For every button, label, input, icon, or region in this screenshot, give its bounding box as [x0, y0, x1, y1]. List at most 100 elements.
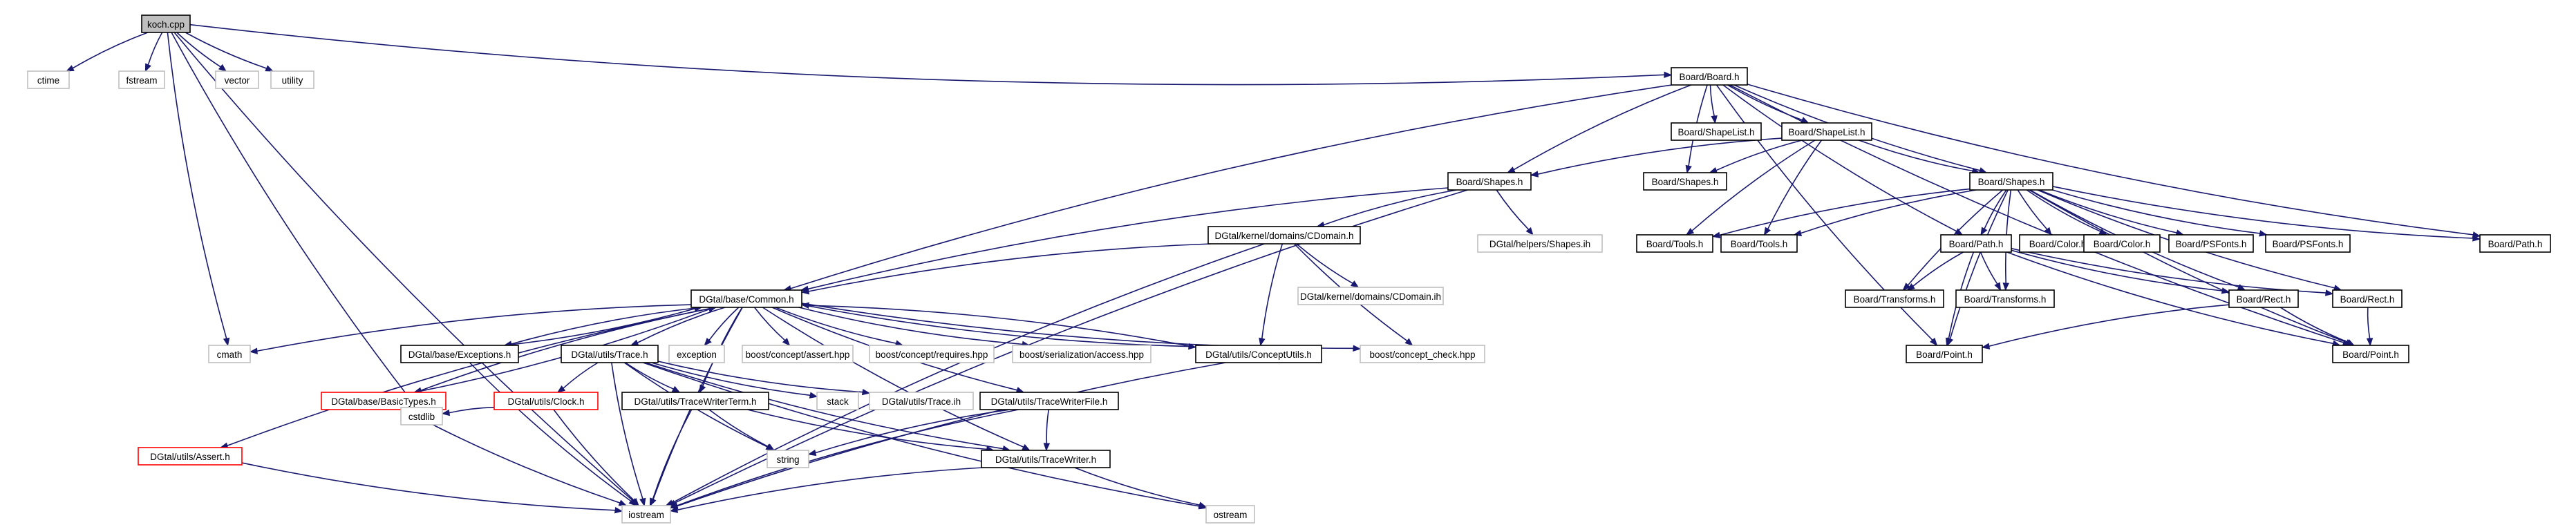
node-clock_h[interactable]: DGtal/utils/Clock.h: [493, 392, 599, 410]
node-box: [1012, 345, 1151, 363]
edge-trace_h-to-tracewriterterm_h: [625, 362, 681, 393]
arrowhead-icon: [669, 502, 679, 509]
node-label: Board/Tools.h: [1646, 239, 1704, 249]
edge-line: [1261, 243, 1284, 339]
node-tracewriter_h[interactable]: DGtal/utils/TraceWriter.h: [981, 450, 1111, 468]
node-label: DGtal/base/Common.h: [699, 294, 793, 305]
arrowhead-icon: [2259, 230, 2268, 237]
edge-tracewriter_h-to-ostream: [1074, 467, 1207, 508]
edge-shapes_r-to-point1: [1947, 189, 2009, 347]
node-box: [979, 392, 1119, 410]
edge-line: [256, 304, 692, 352]
node-shapelist2[interactable]: Board/ShapeList.h: [1781, 122, 1872, 141]
edge-rect1-to-point2: [2279, 307, 2355, 346]
node-rect2[interactable]: Board/Rect.h: [2332, 289, 2403, 308]
edge-exceptions_h-to-common_h: [504, 305, 703, 346]
edge-cdomain_h-to-cdomain_ih: [1296, 243, 1360, 288]
arrowhead-icon: [782, 338, 791, 346]
edge-line: [72, 32, 149, 69]
edge-line: [2052, 189, 2260, 234]
node-trace_h[interactable]: DGtal/utils/Trace.h: [561, 345, 659, 363]
edge-common_h-to-boost_check: [801, 303, 1362, 352]
node-psfonts2[interactable]: Board/PSFonts.h: [2265, 234, 2351, 253]
node-label: Board/Color.h: [2029, 239, 2087, 249]
node-label: ostream: [1214, 510, 1248, 520]
node-psfonts1[interactable]: Board/PSFonts.h: [2168, 234, 2254, 253]
node-exceptions_h[interactable]: DGtal/base/Exceptions.h: [400, 345, 519, 363]
arrowhead-icon: [1981, 343, 1991, 349]
node-board_h[interactable]: Board/Board.h: [1671, 67, 1748, 86]
edge-line: [553, 409, 634, 501]
node-box: [1195, 345, 1322, 363]
node-transforms1[interactable]: Board/Transforms.h: [1845, 289, 1944, 308]
node-box: [2265, 234, 2351, 253]
node-shapes_m[interactable]: Board/Shapes.h: [1643, 172, 1727, 191]
node-label: DGtal/kernel/domains/CDomain.h: [1214, 231, 1353, 241]
node-transforms2[interactable]: Board/Transforms.h: [1955, 289, 2055, 308]
edge-line: [173, 32, 634, 501]
edge-line: [1496, 189, 1530, 230]
node-shapelist1[interactable]: Board/ShapeList.h: [1671, 122, 1762, 141]
node-boost_requires: boost/concept/requires.hpp: [869, 345, 995, 363]
node-cdomain_h[interactable]: DGtal/kernel/domains/CDomain.h: [1207, 226, 1361, 245]
node-color2[interactable]: Board/Color.h: [2083, 234, 2161, 253]
node-ostream: ostream: [1205, 505, 1255, 524]
edge-line: [1074, 467, 1200, 506]
edge-cdomain_h-to-conceptutils_h: [1259, 243, 1284, 347]
node-shapes_l[interactable]: Board/Shapes.h: [1447, 172, 1532, 191]
node-label: ctime: [37, 75, 59, 86]
arrowhead-icon: [614, 507, 623, 514]
edge-line: [1949, 189, 2009, 339]
node-point1[interactable]: Board/Point.h: [1906, 345, 1983, 363]
node-assert_h[interactable]: DGtal/utils/Assert.h: [138, 447, 243, 466]
node-label: vector: [225, 75, 250, 86]
node-basictypes_h[interactable]: DGtal/base/BasicTypes.h: [321, 392, 446, 410]
arrowhead-icon: [1945, 337, 1953, 347]
edge-tracewriterfile_h-to-string: [807, 409, 1010, 457]
edge-line: [637, 307, 726, 343]
node-box: [321, 392, 446, 410]
edge-shapelist2-to-tools2: [1763, 140, 1823, 236]
edge-line: [1537, 137, 1783, 175]
node-label: Board/Path.h: [1949, 239, 2004, 249]
edge-common_h-to-boost_assert: [753, 307, 791, 346]
node-label: Board/Rect.h: [2340, 294, 2395, 305]
edge-line: [775, 307, 896, 344]
node-point2[interactable]: Board/Point.h: [2332, 345, 2409, 363]
edge-line: [611, 362, 643, 499]
node-box: [208, 345, 251, 363]
node-tools1[interactable]: Board/Tools.h: [1636, 234, 1713, 253]
node-cstdlib: cstdlib: [400, 407, 443, 425]
node-tools2[interactable]: Board/Tools.h: [1720, 234, 1798, 253]
arrowhead-icon: [1906, 283, 1915, 291]
node-label: Board/Point.h: [2342, 349, 2399, 360]
node-common_h[interactable]: DGtal/base/Common.h: [690, 289, 802, 308]
node-path_r[interactable]: Board/Path.h: [2479, 234, 2551, 253]
node-color1[interactable]: Board/Color.h: [2019, 234, 2096, 253]
node-shapes_r[interactable]: Board/Shapes.h: [1969, 172, 2053, 191]
edge-line: [652, 409, 693, 500]
edge-shapelist2-to-shapes_r: [1859, 140, 1980, 174]
edge-line: [1719, 188, 1971, 236]
node-box: [215, 70, 259, 89]
node-box: [690, 289, 802, 308]
node-tracewriterterm_h[interactable]: DGtal/utils/TraceWriterTerm.h: [621, 392, 769, 410]
node-vector: vector: [215, 70, 259, 89]
node-rect1[interactable]: Board/Rect.h: [2228, 289, 2299, 308]
node-conceptutils_h[interactable]: DGtal/utils/ConceptUtils.h: [1195, 345, 1322, 363]
node-tracewriterfile_h[interactable]: DGtal/utils/TraceWriterFile.h: [979, 392, 1119, 410]
edge-line: [815, 409, 1010, 454]
edge-line: [798, 307, 1023, 345]
node-label: Board/Point.h: [1916, 349, 1973, 360]
node-box: [1477, 234, 1603, 253]
node-label: cstdlib: [408, 412, 435, 422]
node-label: Board/Color.h: [2094, 239, 2151, 249]
node-box: [981, 450, 1111, 468]
node-path_h[interactable]: Board/Path.h: [1940, 234, 2012, 253]
node-box: [1447, 172, 1532, 191]
node-koch[interactable]: koch.cpp: [141, 15, 191, 33]
edge-line: [1046, 409, 1050, 444]
node-cdomain_ih: DGtal/kernel/domains/CDomain.ih: [1297, 287, 1444, 305]
arrowhead-icon: [1994, 282, 2002, 291]
